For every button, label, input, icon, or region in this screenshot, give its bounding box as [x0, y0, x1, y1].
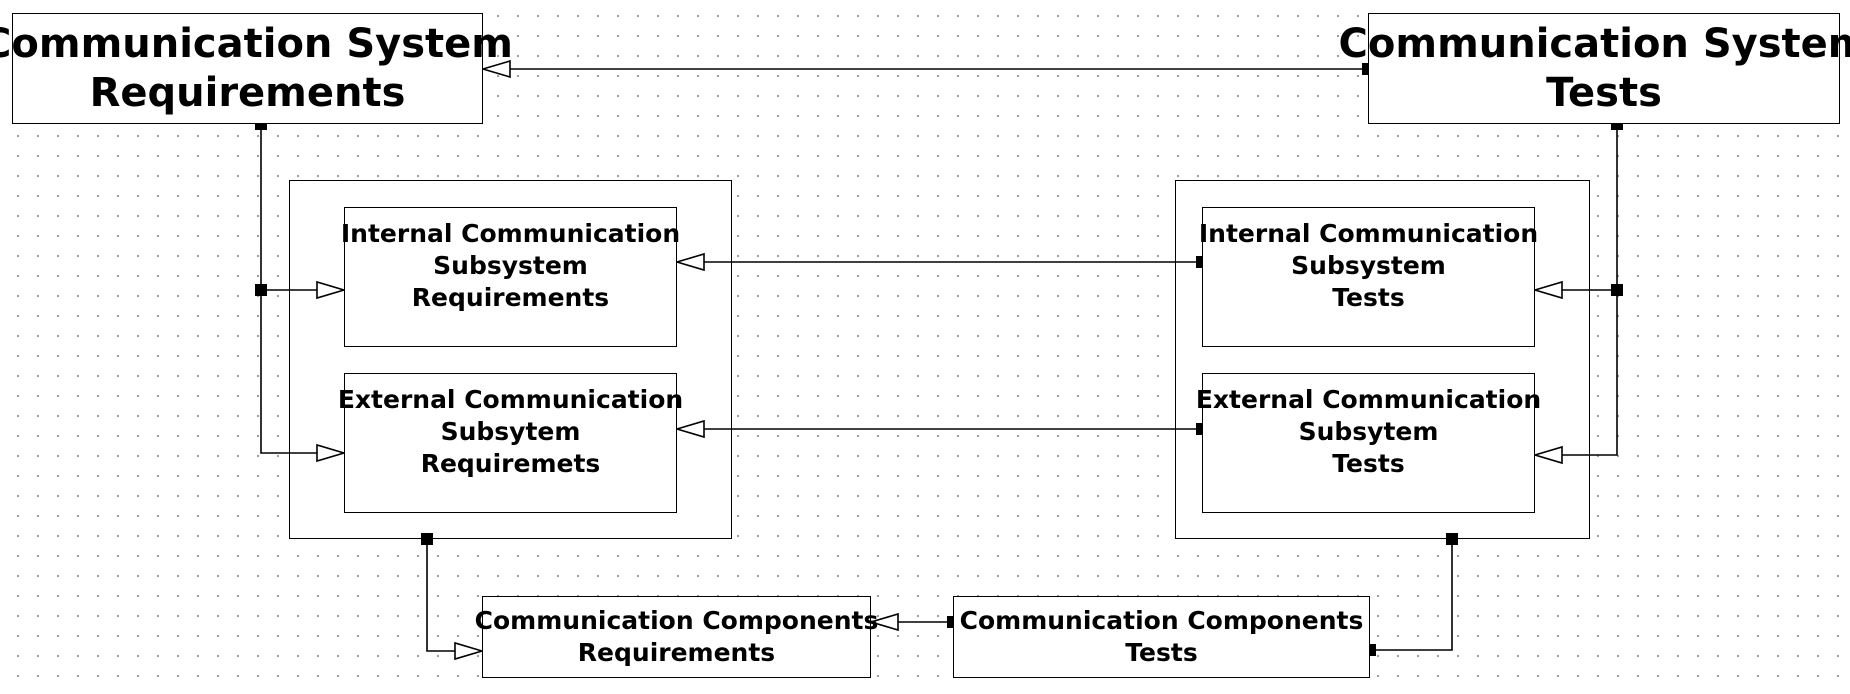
box-label-line: Requirements [89, 69, 406, 116]
connector-testgroup-to-cct[interactable] [1364, 533, 1458, 656]
box-label-line: External Communication [337, 385, 684, 414]
box-label-line: Subsytem [1298, 417, 1439, 446]
internal-subsystem-tests-box[interactable]: Internal Communication Subsystem Tests [1198, 207, 1539, 347]
communication-system-tests-box[interactable]: Communication System Tests [1339, 13, 1850, 124]
box-label-line: Subsystem [1291, 251, 1446, 280]
connector-icst-to-icsr[interactable] [674, 252, 1208, 272]
box-label-line: Requirements [411, 283, 610, 312]
connector-cct-to-ccr[interactable] [868, 612, 959, 632]
communication-system-requirements-box[interactable]: Communication System Requirements [0, 13, 513, 124]
external-subsystem-requirements-box[interactable]: External Communication Subsytem Requirem… [338, 373, 683, 513]
box-label-line: Requirements [577, 638, 776, 667]
box-label-line: Subsystem [433, 251, 588, 280]
box-label-line: Communication Components [959, 606, 1364, 635]
box-label-line: Communication Components [474, 606, 879, 635]
external-subsystem-tests-box[interactable]: External Communication Subsytem Tests [1196, 373, 1541, 513]
connector-ecst-to-ecsr[interactable] [674, 419, 1208, 439]
box-label-line: External Communication [1195, 385, 1542, 414]
box-label-line: Subsytem [440, 417, 581, 446]
box-label-line: Requiremets [420, 449, 601, 478]
box-label-line: Tests [1546, 69, 1662, 116]
box-label-line: Tests [1332, 449, 1405, 478]
components-requirements-box[interactable]: Communication Components Requirements [475, 596, 878, 678]
internal-subsystem-requirements-box[interactable]: Internal Communication Subsystem Require… [340, 207, 681, 347]
connector-reqgroup-to-ccr[interactable] [421, 533, 485, 661]
connector-junction [255, 284, 267, 296]
box-label-line: Communication System [0, 20, 513, 67]
connector-cst-to-csr[interactable] [480, 59, 1374, 79]
box-label-line: Internal Communication [1198, 219, 1539, 248]
box-label-line: Tests [1332, 283, 1405, 312]
components-tests-box[interactable]: Communication Components Tests [953, 596, 1370, 678]
box-label-line: Internal Communication [340, 219, 681, 248]
box-label-line: Communication System [1338, 20, 1850, 67]
connector-junction [1611, 284, 1623, 296]
box-label-line: Tests [1125, 638, 1198, 667]
